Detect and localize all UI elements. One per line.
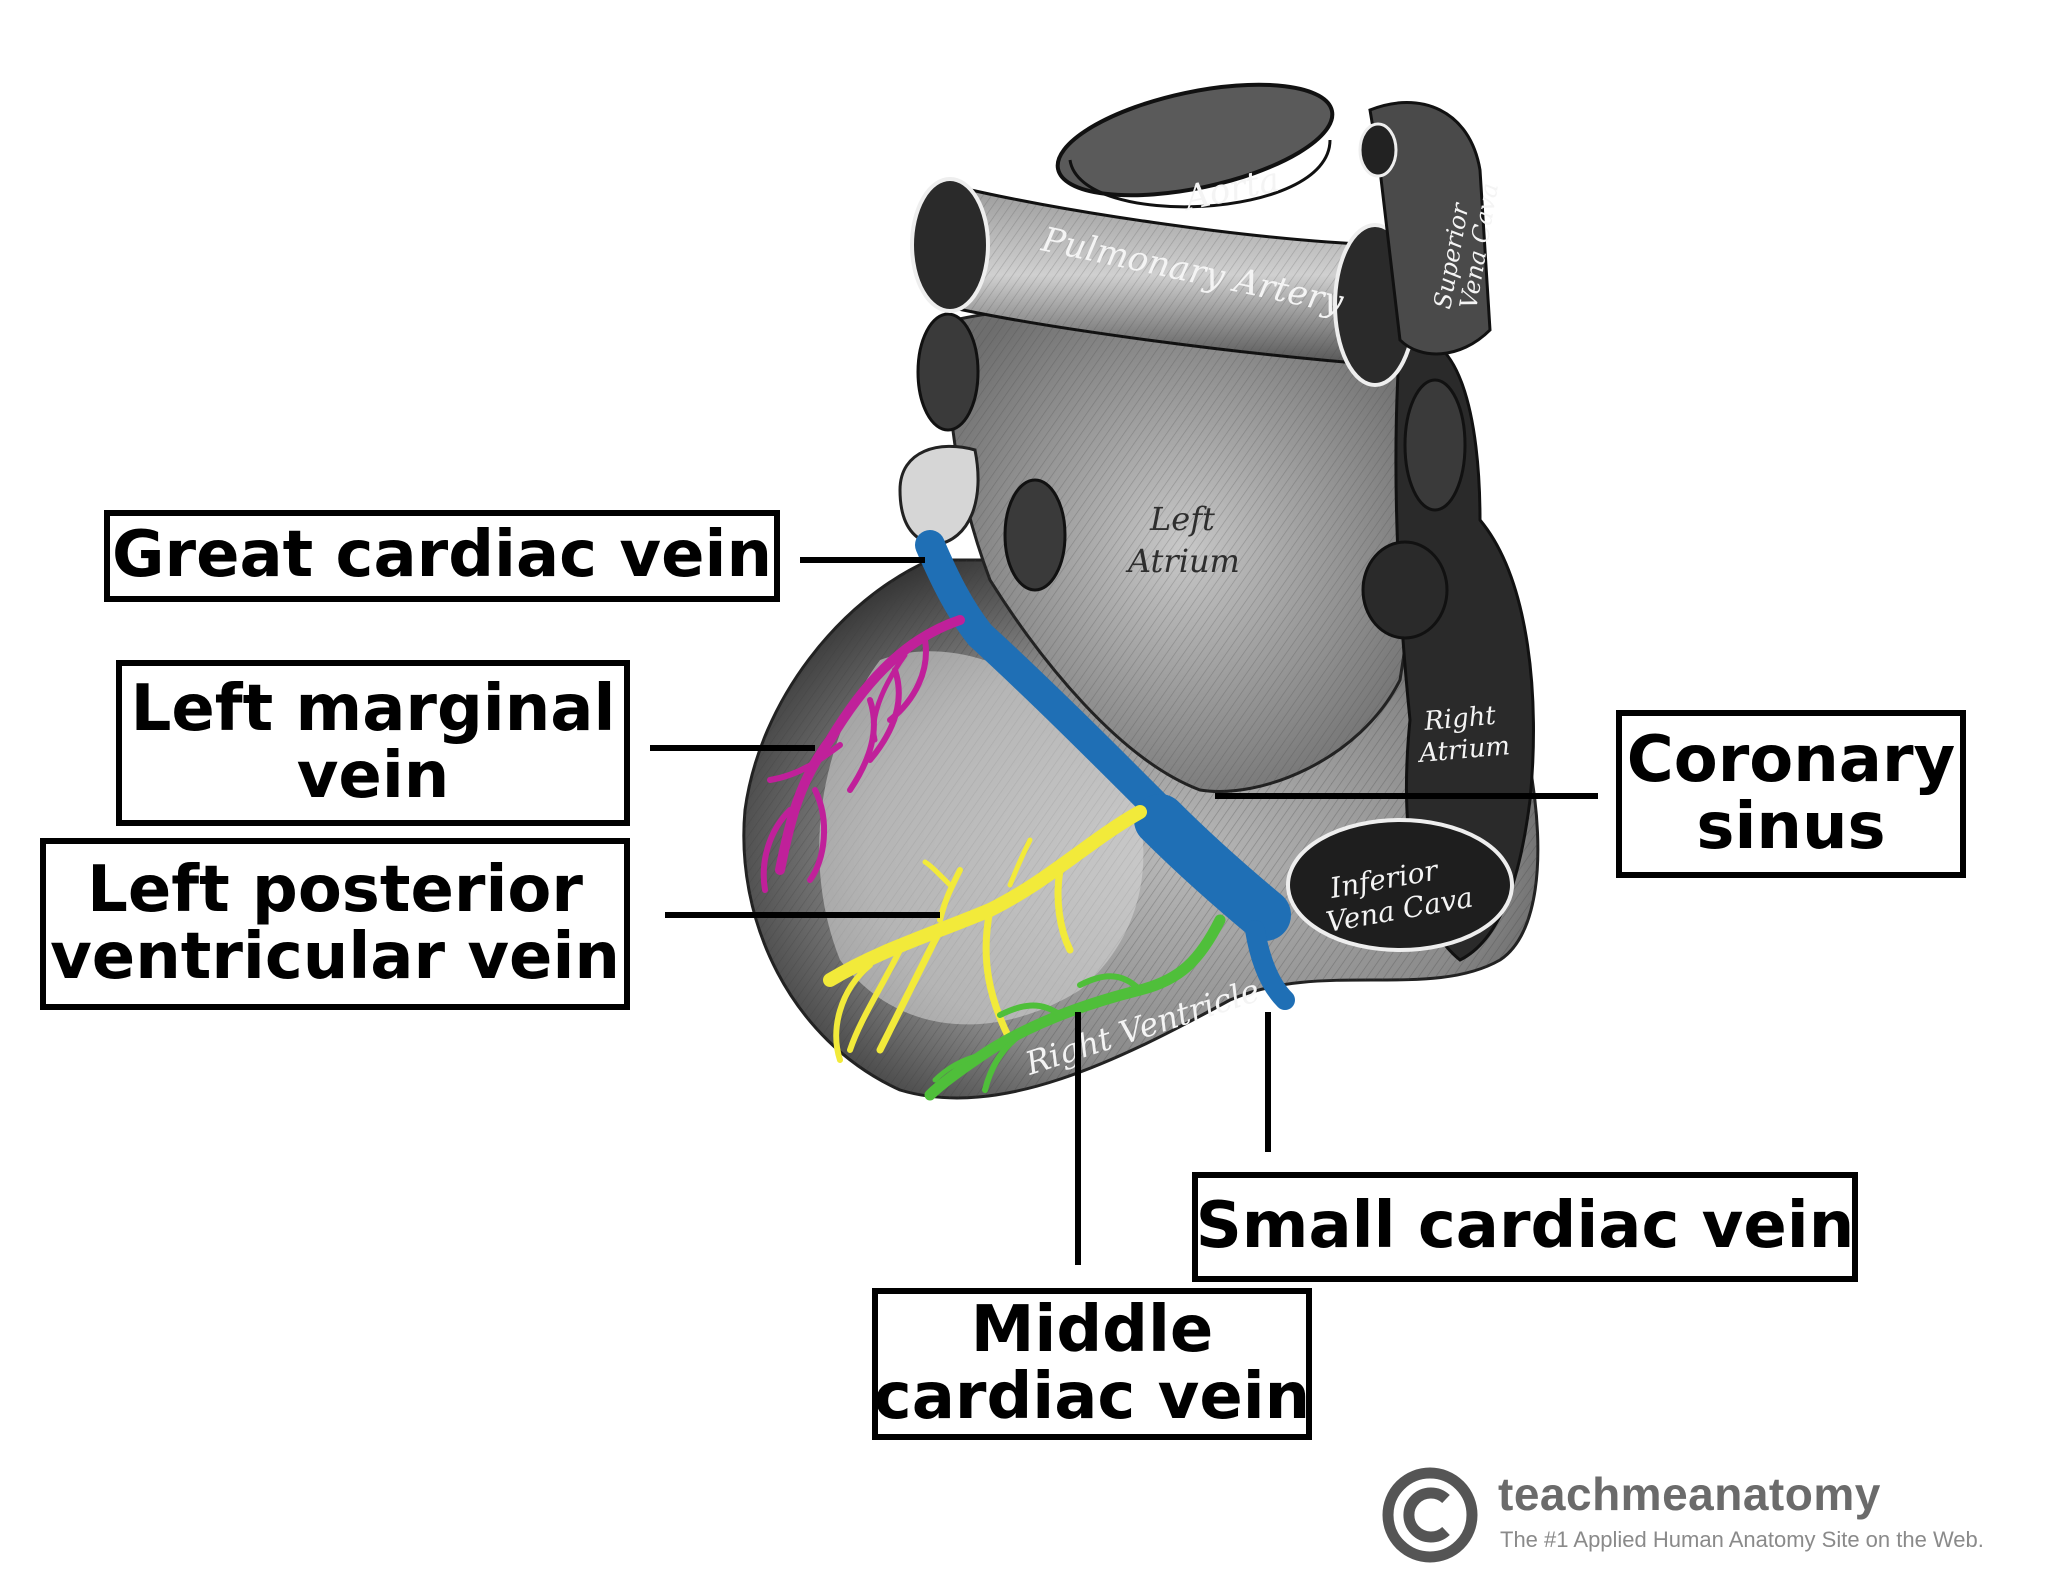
brand-name: teachmeanatomy [1498, 1468, 1881, 1520]
label-left-marginal-vein-line2: vein [296, 739, 450, 813]
middle-cardiac-vein-path [924, 914, 1226, 1101]
pulmonary-vein-left-lower [1003, 478, 1067, 592]
pulmonary-artery-left-branch [910, 177, 990, 313]
brand-watermark: teachmeanatomy The #1 Applied Human Anat… [1370, 1455, 2040, 1575]
label-middle-cardiac-vein-line1: Middle [970, 1292, 1214, 1367]
pulmonary-vein-left-upper [916, 312, 980, 432]
label-small-cardiac-vein: Small cardiac vein [1192, 1172, 1858, 1282]
engraved-right-atrium-1: Right [1422, 701, 1498, 737]
aorta [1055, 82, 1335, 198]
inferior-vena-cava [1286, 818, 1514, 952]
coloured-veins [760, 530, 1295, 1101]
label-middle-cardiac-vein-line2: cardiac vein [873, 1360, 1311, 1434]
label-left-posterior-ventricular-vein-line1: Left posterior [87, 852, 583, 927]
label-small-cardiac-vein-text: Small cardiac vein [1195, 1189, 1855, 1264]
pulmonary-vein-right-upper [1403, 378, 1467, 512]
engraved-left-atrium-1: Left [1149, 500, 1215, 538]
label-great-cardiac-vein: Great cardiac vein [104, 510, 780, 602]
label-left-marginal-vein: Left marginal vein [116, 660, 630, 826]
small-cardiac-vein-path [1245, 920, 1295, 1010]
heart-illustration [742, 82, 1540, 1100]
label-left-posterior-ventricular-vein-line2: ventricular vein [50, 920, 620, 994]
label-coronary-sinus: Coronary sinus [1616, 710, 1966, 878]
label-left-posterior-ventricular-vein: Left posterior ventricular vein [40, 838, 630, 1010]
label-middle-cardiac-vein: Middle cardiac vein [872, 1288, 1312, 1440]
engraved-left-atrium-2: Atrium [1125, 542, 1240, 580]
superior-vena-cava [1368, 101, 1492, 356]
left-posterior-ventricular-vein-path [823, 805, 1147, 1063]
leader-lines [650, 557, 1598, 1265]
copyright-logo-icon [1382, 1467, 1478, 1563]
coronary-sinus-path [1134, 794, 1291, 941]
brand-tagline: The #1 Applied Human Anatomy Site on the… [1500, 1527, 1984, 1552]
left-marginal-vein-path [760, 615, 965, 893]
pulmonary-vein-right-lower [1361, 540, 1449, 640]
label-coronary-sinus-line2: sinus [1696, 790, 1886, 864]
label-coronary-sinus-line1: Coronary [1626, 722, 1956, 797]
label-great-cardiac-vein-text: Great cardiac vein [111, 518, 773, 593]
label-left-marginal-vein-line1: Left marginal [130, 671, 616, 746]
